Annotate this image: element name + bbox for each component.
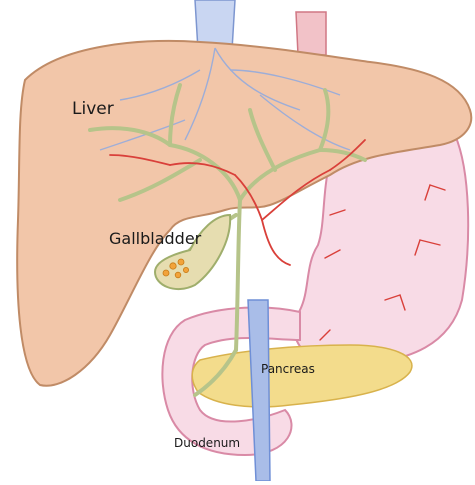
gallbladder-label: Gallbladder bbox=[109, 229, 201, 248]
duodenum-label: Duodenum bbox=[174, 436, 240, 450]
liver-label: Liver bbox=[72, 99, 114, 119]
aorta-upper bbox=[296, 12, 326, 55]
pancreas-label: Pancreas bbox=[261, 362, 315, 376]
